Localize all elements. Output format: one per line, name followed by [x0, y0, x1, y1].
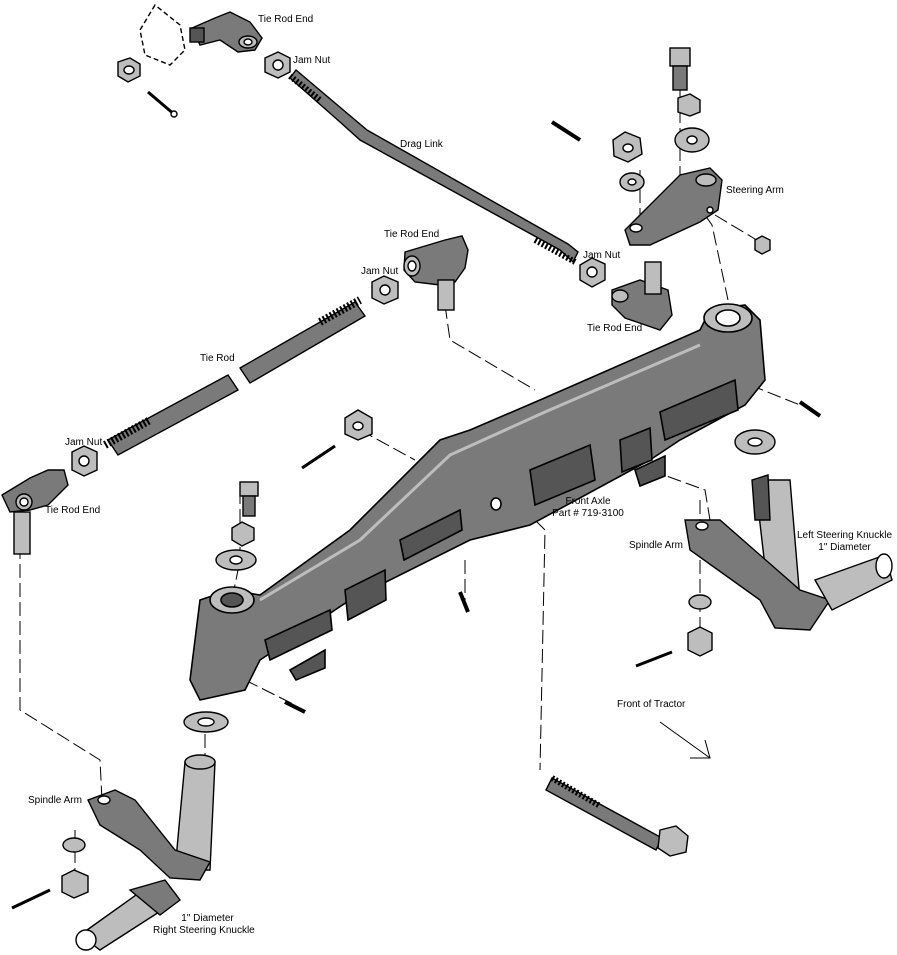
right-spindle-assembly: [11, 711, 229, 951]
label-spindle-arm-left: Spindle Arm: [28, 795, 82, 806]
label-front-axle-name: Front Axle: [565, 496, 611, 507]
label-front-of-tractor: Front of Tractor: [617, 699, 686, 710]
label-right-steering-knuckle: 1" Diameter Right Steering Knuckle: [153, 913, 255, 937]
label-jam-nut-top: Jam Nut: [293, 55, 331, 66]
label-tie-rod-end-right: Tie Rod End: [587, 323, 643, 334]
label-tie-rod-end-top: Tie Rod End: [258, 14, 314, 25]
drag-link-assembly: [117, 3, 606, 288]
label-tie-rod-end-left: Tie Rod End: [45, 505, 101, 516]
front-axle: [189, 303, 766, 701]
label-jam-nut-left: Jam Nut: [65, 437, 103, 448]
axle-hardware: [215, 400, 822, 857]
label-left-knuckle-name: Left Steering Knuckle: [796, 530, 893, 541]
label-left-knuckle-diameter: 1" Diameter: [818, 542, 871, 553]
front-direction-arrow-icon: [659, 721, 711, 759]
label-front-axle: Front Axle Part # 719-3100: [548, 496, 628, 520]
tie-rod: [1, 296, 373, 555]
label-steering-arm: Steering Arm: [726, 185, 784, 196]
label-tie-rod-end-mid: Tie Rod End: [384, 229, 440, 240]
left-spindle-assembly: [635, 429, 893, 668]
label-right-knuckle-diameter: 1" Diameter: [181, 913, 234, 924]
steering-arm-assembly: [550, 47, 771, 331]
label-tie-rod: Tie Rod: [200, 353, 235, 364]
label-left-steering-knuckle: Left Steering Knuckle 1" Diameter: [792, 530, 897, 554]
label-right-knuckle-name: Right Steering Knuckle: [153, 925, 255, 936]
label-jam-nut-right: Jam Nut: [583, 250, 621, 261]
label-drag-link: Drag Link: [400, 139, 443, 150]
label-front-axle-part: Part # 719-3100: [552, 508, 624, 519]
label-jam-nut-mid: Jam Nut: [361, 266, 399, 277]
mid-tie-rod-end: [371, 235, 469, 311]
label-spindle-arm-right: Spindle Arm: [629, 540, 683, 551]
